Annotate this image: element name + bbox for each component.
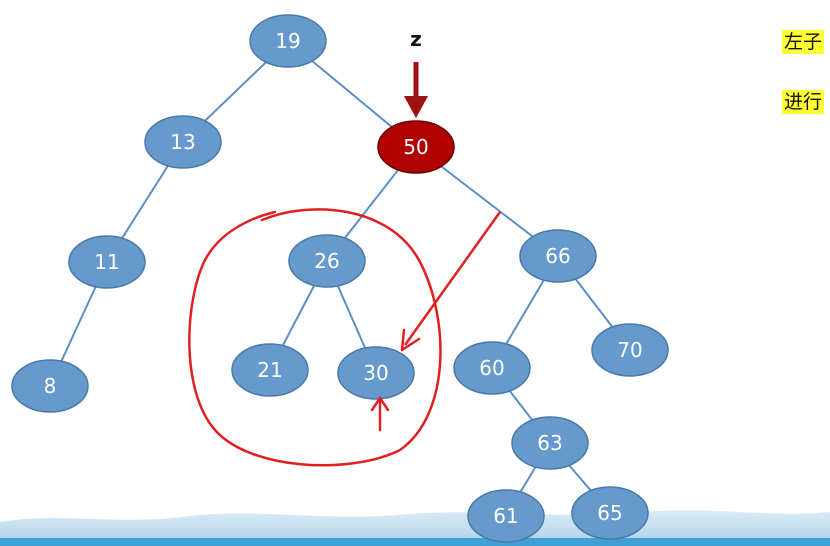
node-8: 8 <box>11 359 89 413</box>
side-note-line-2: 进行 <box>782 90 825 114</box>
node-21-shape <box>231 343 309 397</box>
node-50: 50 <box>377 120 455 174</box>
node-61-label: 61 <box>493 504 518 528</box>
red-pointer-arrowhead <box>400 328 421 352</box>
node-30-shape <box>337 346 415 400</box>
red-hand-drawn-circle <box>188 208 442 467</box>
node-13-label: 13 <box>170 130 195 154</box>
node-65-label: 65 <box>597 501 622 525</box>
side-note-line-1: 左子 <box>782 30 825 54</box>
node-60-shape <box>453 341 531 395</box>
node-11: 11 <box>68 235 146 289</box>
node-26: 26 <box>288 234 366 288</box>
node-61-shape <box>467 489 545 543</box>
node-26-shape <box>288 234 366 288</box>
node-65-shape <box>571 486 649 540</box>
node-21: 21 <box>231 343 309 397</box>
node-66: 66 <box>519 229 597 283</box>
node-66-shape <box>519 229 597 283</box>
node-19-shape <box>249 14 327 68</box>
node-61: 61 <box>467 489 545 543</box>
node-66-label: 66 <box>545 244 570 268</box>
node-50-label: 50 <box>403 135 428 159</box>
node-19: 19 <box>249 14 327 68</box>
node-30: 30 <box>337 346 415 400</box>
z-marker-label: z <box>410 27 422 51</box>
node-8-label: 8 <box>44 374 57 398</box>
node-26-label: 26 <box>314 249 339 273</box>
annotations-layer: z <box>188 27 502 467</box>
nodes-layer: 19 13 50 11 8 26 66 21 30 60 70 63 61 65 <box>11 14 669 543</box>
node-50-shape <box>377 120 455 174</box>
node-11-label: 11 <box>94 250 119 274</box>
node-11-shape <box>68 235 146 289</box>
node-30-label: 30 <box>363 361 388 385</box>
water-bottom-line <box>0 538 830 546</box>
node-70-shape <box>591 323 669 377</box>
node-70: 70 <box>591 323 669 377</box>
node-60-label: 60 <box>479 356 504 380</box>
node-8-shape <box>11 359 89 413</box>
node-13-shape <box>144 115 222 169</box>
node-13: 13 <box>144 115 222 169</box>
node-21-label: 21 <box>257 358 282 382</box>
node-63-shape <box>511 416 589 470</box>
node-65: 65 <box>571 486 649 540</box>
node-60: 60 <box>453 341 531 395</box>
node-70-label: 70 <box>617 338 642 362</box>
node-63-label: 63 <box>537 431 562 455</box>
red-pointer-line <box>403 211 502 346</box>
node-19-label: 19 <box>275 29 300 53</box>
z-arrow-head <box>404 96 428 118</box>
node-63: 63 <box>511 416 589 470</box>
red-up-arrow-mark <box>370 395 390 432</box>
